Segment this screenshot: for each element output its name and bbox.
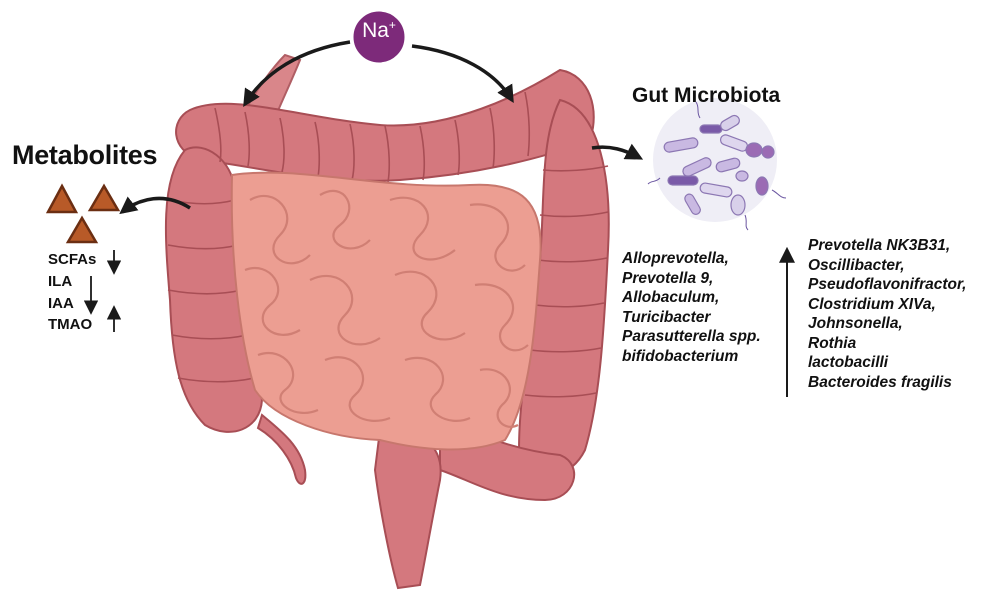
taxon-item: Clostridium XIVa, (808, 295, 966, 315)
taxon-item: Prevotella NK3B31, (808, 236, 966, 256)
appendix (258, 415, 305, 484)
metabolites-title: Metabolites (12, 140, 157, 171)
bacteria-cluster-icon (648, 98, 786, 230)
taxon-item: Prevotella 9, (622, 269, 761, 289)
increased-taxa-list: Prevotella NK3B31, Oscillibacter, Pseudo… (808, 236, 966, 392)
metabolite-label: ILA (48, 273, 72, 290)
ion-arrow-right (412, 46, 512, 100)
microbiota-title: Gut Microbiota (632, 84, 780, 108)
ion-symbol: Na (362, 19, 389, 42)
taxon-item: Johnsonella, (808, 314, 966, 334)
taxon-item: Pseudoflavonifractor, (808, 275, 966, 295)
decreased-taxa-list: Alloprevotella, Prevotella 9, Allobaculu… (622, 249, 761, 366)
taxon-item: lactobacilli (808, 353, 966, 373)
sodium-ion-label: Na+ (353, 18, 405, 43)
taxon-item: Rothia (808, 334, 966, 354)
metabolite-triangle-icons (48, 186, 118, 242)
small-intestine (232, 173, 541, 450)
taxon-item: Oscillibacter, (808, 256, 966, 276)
metabolite-label: IAA (48, 295, 74, 312)
taxon-item: Alloprevotella, (622, 249, 761, 269)
taxon-item: Bacteroides fragilis (808, 373, 966, 393)
ion-charge: + (389, 18, 396, 32)
metabolite-label: TMAO (48, 316, 92, 333)
taxon-item: bifidobacterium (622, 347, 761, 367)
taxon-item: Parasutterella spp. (622, 327, 761, 347)
taxon-item: Allobaculum, (622, 288, 761, 308)
metabolite-label: SCFAs (48, 251, 96, 268)
taxon-item: Turicibacter (622, 308, 761, 328)
